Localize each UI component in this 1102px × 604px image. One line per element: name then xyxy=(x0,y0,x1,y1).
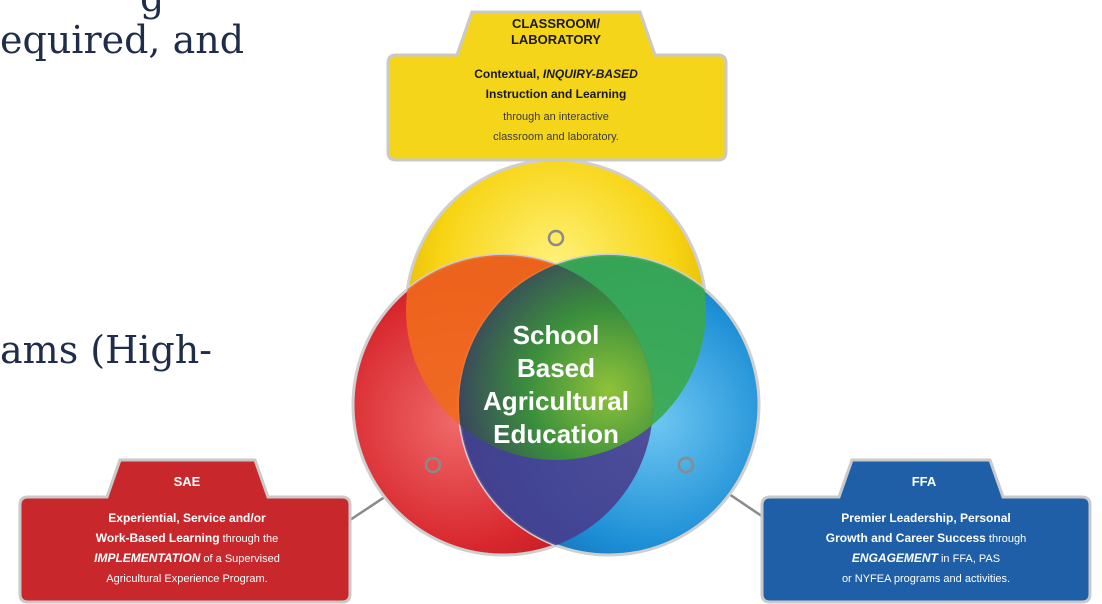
partial-text-line-2: ams (High- xyxy=(0,328,213,372)
ffa-line-1: Premier Leadership, Personal xyxy=(841,511,1010,525)
classroom-box: CLASSROOM/ LABORATORY Contextual, INQUIR… xyxy=(386,10,728,162)
ffa-line-4: or NYFEA programs and activities. xyxy=(842,573,1010,585)
ffa-box: FFA Premier Leadership, Personal Growth … xyxy=(760,458,1092,604)
sae-marker xyxy=(424,456,442,474)
ffa-line-2: Growth and Career Success through xyxy=(826,531,1026,545)
classroom-line-3: through an interactive xyxy=(503,111,609,123)
center-line-3: Agricultural xyxy=(483,386,629,416)
center-overlap xyxy=(459,255,653,460)
sae-line-3: IMPLEMENTATION of a Supervised xyxy=(94,551,280,565)
center-line-2: Based xyxy=(517,353,595,383)
classroom-line-1: Contextual, INQUIRY-BASED xyxy=(474,67,638,81)
sae-line-1: Experiential, Service and/or xyxy=(108,511,266,525)
classroom-title-2: LABORATORY xyxy=(511,32,601,47)
classroom-line-2: Instruction and Learning xyxy=(486,87,627,101)
classroom-line-4: classroom and laboratory. xyxy=(493,131,619,143)
ffa-line-3: ENGAGEMENT in FFA, PAS xyxy=(852,551,1000,565)
partial-text-line-1: equired, and xyxy=(0,18,245,62)
center-line-1: School xyxy=(513,320,600,350)
center-label: School Based Agricultural Education xyxy=(483,320,629,449)
partial-text-top: g xyxy=(140,0,164,20)
sae-line-2: Work-Based Learning through the xyxy=(96,531,279,545)
center-line-4: Education xyxy=(493,419,619,449)
sae-box: SAE Experiential, Service and/or Work-Ba… xyxy=(18,458,352,604)
sae-title: SAE xyxy=(174,474,201,489)
ffa-marker xyxy=(677,456,695,474)
ffa-title: FFA xyxy=(912,474,937,489)
sae-line-4: Agricultural Experience Program. xyxy=(106,573,267,585)
classroom-title-1: CLASSROOM/ xyxy=(512,16,601,31)
classroom-marker xyxy=(547,229,565,247)
